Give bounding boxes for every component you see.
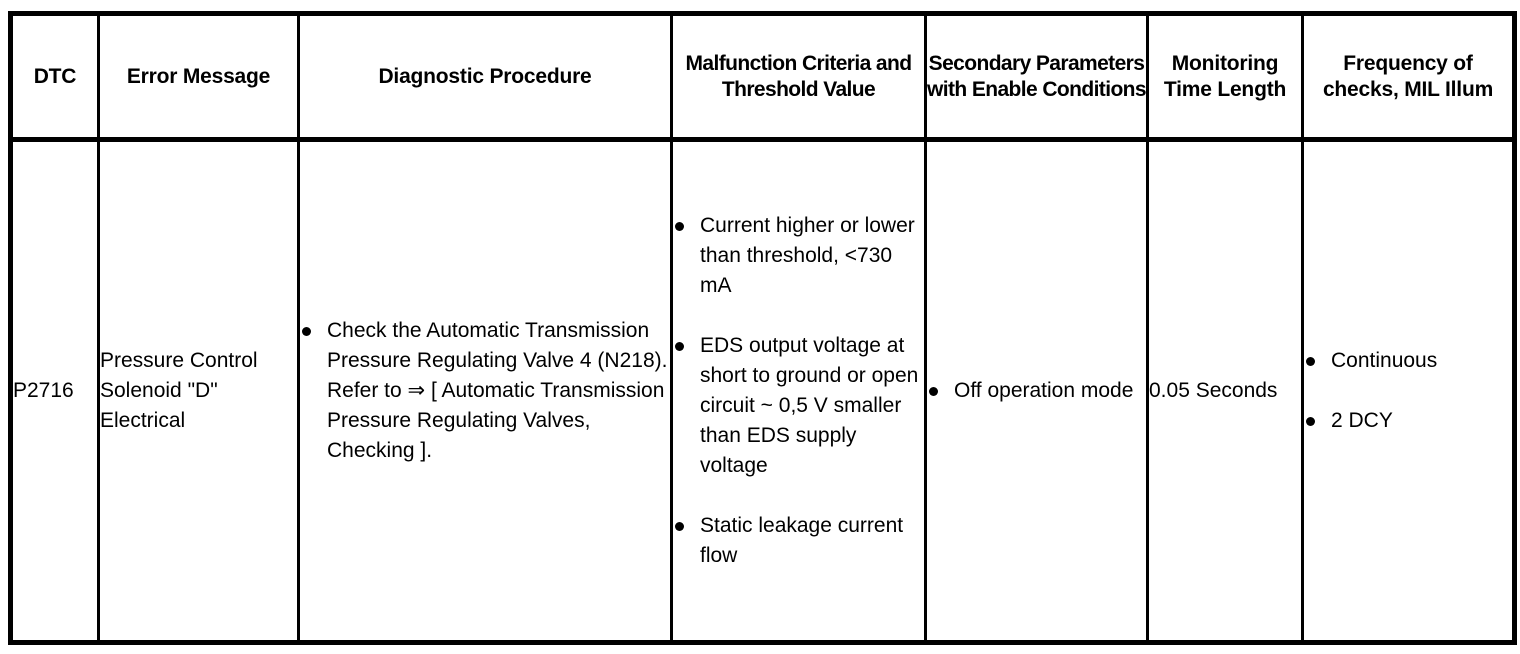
table-header: DTC Error Message Diagnostic Procedure M…: [9, 13, 1516, 142]
header-row: DTC Error Message Diagnostic Procedure M…: [9, 13, 1516, 142]
cell-malfunction-criteria: Current higher or lower than threshold, …: [670, 139, 927, 643]
column-header-monitoring-time-length: Monitoring Time Length: [1146, 13, 1304, 142]
cell-diagnostic-procedure: Check the Automatic Transmission Pressur…: [297, 139, 673, 643]
secondary-parameters-list: Off operation mode: [927, 376, 1146, 406]
list-item: Check the Automatic Transmission Pressur…: [300, 316, 670, 466]
table-body: P2716 Pressure Control Solenoid "D" Elec…: [9, 139, 1516, 643]
list-item: EDS output voltage at short to ground or…: [673, 331, 924, 481]
list-item: Off operation mode: [927, 376, 1146, 406]
column-header-error-message: Error Message: [97, 13, 300, 142]
list-item: Static leakage current flow: [673, 511, 924, 571]
list-item: 2 DCY: [1304, 406, 1512, 436]
cell-secondary-parameters: Off operation mode: [924, 139, 1149, 643]
column-header-frequency-of-checks: Frequency of checks, MIL Illum: [1301, 13, 1516, 142]
column-header-secondary-parameters: Secondary Parameters with Enable Conditi…: [924, 13, 1149, 142]
column-header-malfunction-criteria: Malfunction Criteria and Threshold Value: [670, 13, 927, 142]
cell-monitoring-time-length: 0.05 Seconds: [1146, 139, 1304, 643]
table-row: P2716 Pressure Control Solenoid "D" Elec…: [9, 139, 1516, 643]
dtc-diagnostic-table: DTC Error Message Diagnostic Procedure M…: [8, 11, 1517, 645]
cell-dtc: P2716: [9, 139, 100, 643]
malfunction-criteria-list: Current higher or lower than threshold, …: [673, 211, 924, 571]
list-item: Current higher or lower than threshold, …: [673, 211, 924, 301]
cell-frequency-of-checks: Continuous 2 DCY: [1301, 139, 1516, 643]
diagnostic-procedure-list: Check the Automatic Transmission Pressur…: [300, 316, 670, 466]
column-header-diagnostic-procedure: Diagnostic Procedure: [297, 13, 673, 142]
frequency-of-checks-list: Continuous 2 DCY: [1304, 346, 1512, 436]
column-header-dtc: DTC: [9, 13, 100, 142]
list-item: Continuous: [1304, 346, 1512, 376]
cell-error-message: Pressure Control Solenoid "D" Electrical: [97, 139, 300, 643]
